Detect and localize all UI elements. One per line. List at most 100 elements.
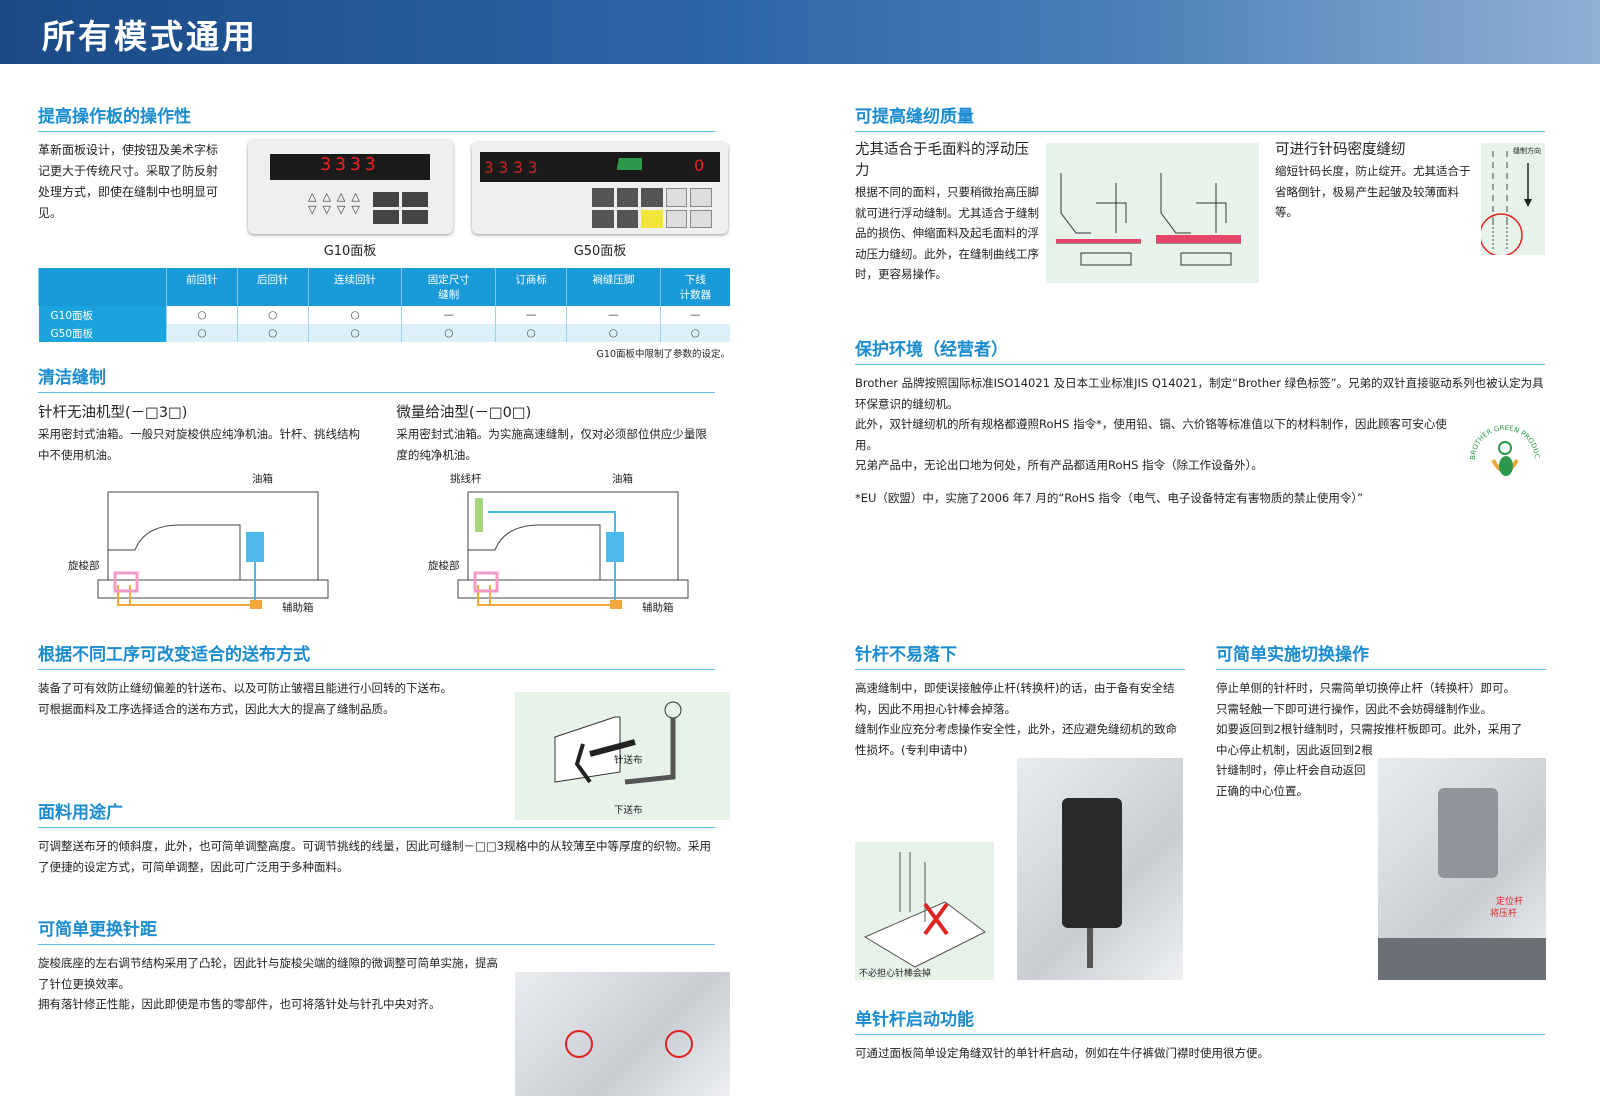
panel-text: 革新面板设计，使按钮及美术字标记更大于传统尺寸。采取了防反射处理方式，即使在缝制… bbox=[38, 143, 219, 220]
g10-display: 3333 bbox=[270, 154, 430, 180]
table-row: G50面板○○○○○○○ bbox=[38, 324, 730, 342]
table-header: 后回针 bbox=[236, 268, 309, 306]
subheading: 尤其适合于毛面料的浮动压力 bbox=[855, 142, 1029, 179]
label-press-lever: 将压杆 bbox=[1490, 909, 1518, 919]
label-take-up: 挑线杆 bbox=[450, 473, 482, 485]
table-cell: — bbox=[401, 306, 496, 324]
page-banner: 所有模式通用 bbox=[0, 0, 1600, 64]
table-cell: ○ bbox=[307, 306, 402, 324]
fabric-text: 可调整送布牙的倾斜度，此外，也可简单调整高度。可调节挑线的线量，因此可缝制－□□… bbox=[38, 839, 712, 874]
clean-right-text: 采用密封式油箱。为实施高速缝制，仅对必须部位供应少量限度的纯净机油。 bbox=[396, 427, 707, 462]
section-environment: 保护环境（经营者） Brother 品牌按照国际标准ISO14021 及日本工业… bbox=[855, 335, 1545, 508]
section-heading: 根据不同工序可改变适合的送布方式 bbox=[38, 640, 715, 670]
label-oil-tank: 油箱 bbox=[612, 473, 633, 485]
table-cell: ○ bbox=[566, 324, 661, 342]
label-hook: 旋梭部 bbox=[68, 560, 100, 572]
stitch-density-illustration: 缝制方向 bbox=[1479, 143, 1545, 257]
g50-display: 3333 bbox=[484, 158, 543, 177]
quality-left-text: 根据不同的面料，只要稍微抬高压脚就可进行浮动缝制。尤其适合于缝制品的损伤、伸缩面… bbox=[855, 185, 1039, 281]
table-header: 下线 计数器 bbox=[659, 268, 730, 306]
section-fabric: 面料用途广 可调整送布牙的倾斜度，此外，也可简单调整高度。可调节挑线的线量，因此… bbox=[38, 798, 715, 877]
section-needlebar: 针杆不易落下 高速缝制中，即使误接触停止杆(转换杆)的话，由于备有安全结构，因此… bbox=[855, 640, 1185, 760]
needlebar-text: 高速缝制中，即使误接触停止杆(转换杆)的话，由于备有安全结构，因此不用担心针棒会… bbox=[855, 681, 1175, 716]
g50-panel-image: 3333 0 bbox=[472, 142, 728, 234]
table-cell: — bbox=[659, 306, 730, 324]
feed-illustration: 针送布 下送布 bbox=[515, 692, 730, 820]
section-gauge: 可简单更换针距 旋梭底座的左右调节结构采用了凸轮，因此针与旋梭尖端的缝隙的微调整… bbox=[38, 915, 715, 1015]
label-bottom-feed: 下送布 bbox=[614, 805, 643, 816]
section-heading: 可简单更换针距 bbox=[38, 915, 715, 945]
g50-display-right: 0 bbox=[694, 156, 705, 175]
row-label: G50面板 bbox=[38, 324, 167, 342]
sewing-head-photo bbox=[1017, 758, 1183, 980]
subheading: 可进行针码密度缝纫 bbox=[1275, 142, 1406, 158]
section-feed: 根据不同工序可改变适合的送布方式 装备了可有效防止缝纫偏差的针送布、以及可防止皱… bbox=[38, 640, 715, 719]
table-header: 订商标 bbox=[495, 268, 567, 306]
table-cell: ○ bbox=[401, 324, 496, 342]
page-title: 所有模式通用 bbox=[42, 17, 258, 56]
gauge-text: 拥有落针修正性能，因此即使是市售的零部件，也可将落针处与针孔中央对齐。 bbox=[38, 997, 441, 1011]
row-label: G10面板 bbox=[38, 306, 167, 324]
section-single-start: 单针杆启动功能 可通过面板简单设定角缝双针的单针杆启动，例如在牛仔裤做门襟时使用… bbox=[855, 1005, 1545, 1064]
label-hook: 旋梭部 bbox=[428, 560, 460, 572]
table-cell: ○ bbox=[236, 324, 309, 342]
floating-presser-illustration bbox=[1046, 143, 1259, 283]
table-row: G10面板○○○———— bbox=[38, 306, 730, 324]
feed-text: 可根据面料及工序选择适合的送布方式，因此大大的提高了缝制品质。 bbox=[38, 701, 395, 716]
subheading: 针杆无油机型(－□3□) bbox=[38, 405, 188, 421]
section-switch: 可简单实施切换操作 停止单侧的针杆时，只需简单切换停止杆（转换杆）即可。 只需轻… bbox=[1216, 640, 1546, 801]
g10-panel-image: 3333 △△△△▽▽▽▽ bbox=[248, 140, 453, 234]
needlebar-text: 缝制作业应充分考虑操作安全性，此外，还应避免缝纫机的致命性损坏。(专利申请中) bbox=[855, 722, 1177, 757]
label-aux-tank: 辅助箱 bbox=[642, 602, 674, 614]
feed-text: 装备了可有效防止缝纫偏差的针送布、以及可防止皱褶且能进行小回转的下送布。 bbox=[38, 681, 452, 695]
section-heading: 针杆不易落下 bbox=[855, 640, 1185, 670]
label-needle-feed: 针送布 bbox=[614, 755, 643, 766]
section-heading: 清洁缝制 bbox=[38, 363, 715, 393]
table-header: 连续回针 bbox=[307, 268, 402, 306]
section-clean: 清洁缝制 针杆无油机型(－□3□) 采用密封式油箱。一般只对旋梭供应纯净机油。针杆… bbox=[38, 363, 715, 465]
table-header: 前回针 bbox=[166, 268, 238, 306]
label-positioning-lever: 定位杆 bbox=[1496, 897, 1524, 907]
env-text: Brother 品牌按照国际标准ISO14021 及日本工业标准JIS Q140… bbox=[855, 376, 1544, 411]
section-heading: 可提高缝纫质量 bbox=[855, 102, 1545, 132]
oil-diagram-right bbox=[457, 491, 689, 609]
table-cell: — bbox=[495, 306, 567, 324]
subheading: 微量给油型(－□0□) bbox=[396, 405, 532, 421]
section-panel: 提高操作板的操作性 革新面板设计，使按钮及美术字标记更大于传统尺寸。采取了防反射… bbox=[38, 102, 715, 224]
switch-lever-photo: 定位杆 将压杆 bbox=[1378, 758, 1546, 980]
quality-right: 可进行针码密度缝纫 缩短针码长度，防止绽开。尤其适合于省略倒针，极易产生起皱及较… bbox=[1275, 138, 1475, 223]
env-text: 此外，双针缝纫机的所有规格都遵照RoHS 指令*，使用铅、镉、六价铬等标准值以下… bbox=[855, 417, 1447, 452]
clean-left-text: 采用密封式油箱。一般只对旋梭供应纯净机油。针杆、挑线结构中不使用机油。 bbox=[38, 427, 360, 462]
table-cell: ○ bbox=[166, 306, 238, 324]
table-cell: ○ bbox=[236, 306, 309, 324]
switch-text: 如要返回到2根针缝制时，只需按推杆板即可。此外，采用了 bbox=[1216, 722, 1523, 736]
table-header: 固定尺寸 缝制 bbox=[401, 268, 496, 306]
env-text: 兄弟产品中，无论出口地为何处，所有产品都适用RoHS 指令（除工作设备外）。 bbox=[855, 458, 1263, 472]
section-heading: 单针杆启动功能 bbox=[855, 1005, 1545, 1035]
quality-right-text: 缩短针码长度，防止绽开。尤其适合于省略倒针，极易产生起皱及较薄面料等。 bbox=[1275, 164, 1471, 219]
label-direction: 缝制方向 bbox=[1513, 147, 1541, 155]
section-heading: 保护环境（经营者） bbox=[855, 335, 1545, 365]
switch-text: 停止单侧的针杆时，只需简单切换停止杆（转换杆）即可。 bbox=[1216, 681, 1515, 695]
needlebar-caption: 不必担心针棒会掉 bbox=[859, 969, 932, 979]
table-header: 裥缝压脚 bbox=[566, 268, 661, 306]
g10-caption: G10面板 bbox=[323, 244, 377, 259]
table-cell: ○ bbox=[166, 324, 238, 342]
label-oil-tank: 油箱 bbox=[252, 473, 273, 485]
table-cell: ○ bbox=[659, 324, 730, 342]
quality-left: 尤其适合于毛面料的浮动压力 根据不同的面料，只要稍微抬高压脚就可进行浮动缝制。尤… bbox=[855, 138, 1040, 285]
env-note: *EU（欧盟）中，实施了2006 年7 月的“RoHS 指令（电气、电子设备特定… bbox=[855, 490, 1364, 505]
brother-green-logo: BROTHER GREEN PRODUCTS bbox=[1465, 420, 1541, 476]
panel-comparison-table: 前回针后回针连续回针固定尺寸 缝制订商标裥缝压脚下线 计数器 G10面板○○○—… bbox=[38, 268, 730, 360]
oil-diagram-left bbox=[97, 491, 329, 609]
section-heading: 可简单实施切换操作 bbox=[1216, 640, 1546, 670]
hook-base-photo bbox=[515, 972, 730, 1096]
label-aux-tank: 辅助箱 bbox=[282, 602, 314, 614]
table-cell: — bbox=[566, 306, 661, 324]
switch-text: 只需轻触一下即可进行操作，因此不会妨碍缝制作业。 bbox=[1216, 701, 1492, 716]
gauge-text: 旋梭底座的左右调节结构采用了凸轮，因此针与旋梭尖端的缝隙的微调整可简单实施，提高… bbox=[38, 956, 498, 991]
g50-caption: G50面板 bbox=[573, 244, 627, 259]
needlebar-illustration: 不必担心针棒会掉 bbox=[855, 842, 994, 980]
section-quality: 可提高缝纫质量 bbox=[855, 102, 1545, 140]
single-start-text: 可通过面板简单设定角缝双针的单针杆启动，例如在牛仔裤做门襟时使用很方便。 bbox=[855, 1046, 1269, 1060]
